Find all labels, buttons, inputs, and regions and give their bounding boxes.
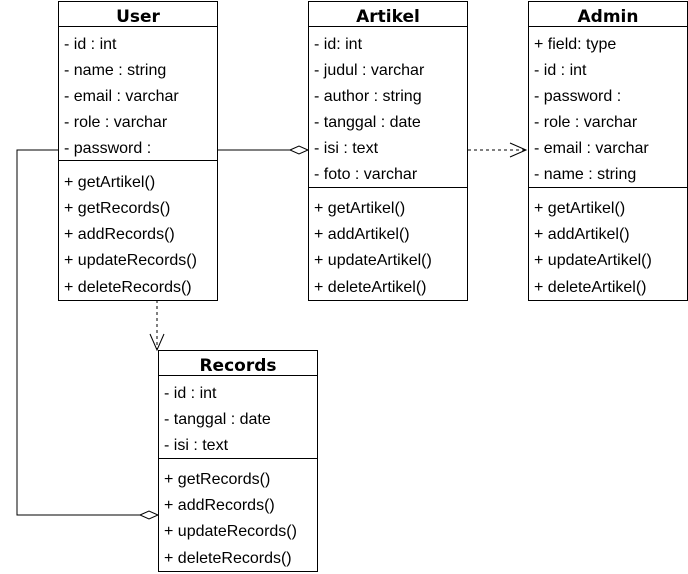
admin-attribute: - id : int: [534, 62, 587, 79]
user-method: + addRecords(): [64, 226, 175, 243]
artikel-method: + updateArtikel(): [314, 252, 432, 269]
artikel-attribute: - author : string: [314, 88, 422, 105]
records-method: + getRecords(): [164, 471, 271, 488]
user-attribute: - id : int: [64, 36, 117, 53]
user-attribute: - password :: [64, 140, 152, 157]
artikel-attribute: - isi : text: [314, 140, 379, 157]
artikel-method: + addArtikel(): [314, 226, 410, 243]
artikel-attribute: - tanggal : date: [314, 114, 421, 131]
artikel-method: + deleteArtikel(): [314, 279, 427, 296]
admin-attribute: - password :: [534, 88, 622, 105]
class-records[interactable]: Records - id : int - tanggal : date - is…: [158, 350, 318, 572]
user-artikel-aggregation: [218, 145, 310, 155]
class-artikel-name: Artikel: [309, 2, 467, 27]
records-divider: [159, 458, 317, 459]
user-attribute: - email : varchar: [64, 88, 179, 105]
class-admin[interactable]: Admin + field: type - id : int - passwor…: [528, 1, 688, 301]
admin-attribute: + field: type: [534, 36, 617, 53]
admin-divider: [529, 187, 687, 188]
admin-method: + deleteArtikel(): [534, 279, 647, 296]
records-method: + deleteRecords(): [164, 550, 292, 567]
aggregation-diamond-icon: [288, 145, 310, 155]
user-divider: [59, 160, 217, 161]
admin-method: + getArtikel(): [534, 200, 626, 217]
artikel-admin-dependency: [468, 142, 528, 158]
records-attribute: - id : int: [164, 385, 217, 402]
admin-method: + updateArtikel(): [534, 252, 652, 269]
open-arrow-icon: [509, 142, 528, 158]
class-admin-name: Admin: [529, 2, 687, 27]
records-method: + updateRecords(): [164, 523, 297, 540]
records-attribute: - tanggal : date: [164, 411, 271, 428]
user-method: + updateRecords(): [64, 252, 197, 269]
user-attribute: - name : string: [64, 62, 167, 79]
artikel-divider: [309, 187, 467, 188]
user-method: + getArtikel(): [64, 174, 156, 191]
admin-method: + addArtikel(): [534, 226, 630, 243]
admin-attribute: - role : varchar: [534, 114, 638, 131]
artikel-method: + getArtikel(): [314, 200, 406, 217]
artikel-attribute: - id: int: [314, 36, 363, 53]
class-user[interactable]: User - id : int - name : string - email …: [58, 1, 218, 301]
artikel-attribute: - foto : varchar: [314, 166, 418, 183]
class-user-name: User: [59, 2, 217, 27]
admin-attribute: - name : string: [534, 166, 637, 183]
class-artikel[interactable]: Artikel - id: int - judul : varchar - au…: [308, 1, 468, 301]
user-method: + deleteRecords(): [64, 279, 192, 296]
user-attribute: - role : varchar: [64, 114, 168, 131]
admin-attribute: - email : varchar: [534, 140, 649, 157]
artikel-attribute: - judul : varchar: [314, 62, 425, 79]
user-method: + getRecords(): [64, 200, 171, 217]
user-records-dependency: [149, 300, 165, 352]
open-arrow-icon: [149, 333, 165, 352]
class-records-name: Records: [159, 351, 317, 376]
records-method: + addRecords(): [164, 497, 275, 514]
aggregation-diamond-icon: [138, 510, 160, 520]
records-attribute: - isi : text: [164, 437, 229, 454]
